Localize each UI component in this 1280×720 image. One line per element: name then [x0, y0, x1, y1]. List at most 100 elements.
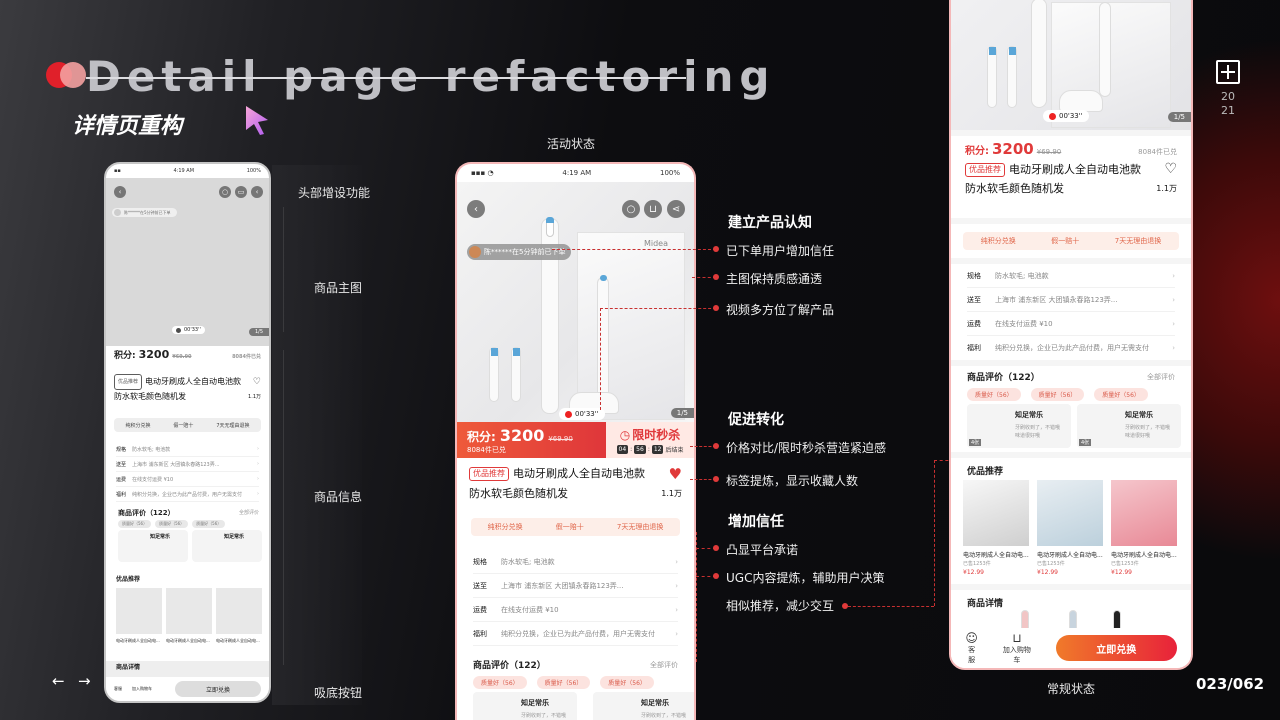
- arrow-right-icon[interactable]: →: [78, 672, 91, 690]
- row-key: 福利: [967, 344, 981, 352]
- review-chip[interactable]: 质量好（56）: [118, 520, 152, 528]
- share-icon[interactable]: ⋖: [667, 200, 685, 218]
- review-all-link[interactable]: 全部评价: [650, 661, 678, 669]
- shipping-row[interactable]: 运费在线支付运费 ¥10›: [967, 312, 1175, 336]
- benefit-row[interactable]: 福利纯积分兑换，企业已为此产品付费，用户无需支付›: [967, 336, 1175, 360]
- rec-thumb[interactable]: [166, 588, 212, 634]
- review-card[interactable]: 知足常乐: [192, 530, 262, 562]
- review-all-link[interactable]: 全部评价: [1147, 373, 1175, 381]
- benefit-row[interactable]: 福利纯积分兑换，企业已为此产品付费，用户无需支付›: [473, 622, 678, 646]
- shipping-row[interactable]: 运费在线支付运费 ¥10›: [116, 472, 259, 487]
- product-title-1: 电动牙刷成人全自动电池款: [1009, 163, 1141, 176]
- spec-row[interactable]: 规格防水软毛; 电池款›: [116, 442, 259, 457]
- row-key: 运费: [116, 476, 127, 483]
- address-row[interactable]: 送至上海市 浦东新区 大团镇永春路123弄...›: [967, 288, 1175, 312]
- chevron-right-icon: ›: [675, 581, 678, 590]
- spec-row[interactable]: 规格防水软毛; 电池款›: [967, 264, 1175, 288]
- arrow-left-icon[interactable]: ←: [52, 672, 65, 690]
- search-icon[interactable]: ○: [622, 200, 640, 218]
- redeem-button[interactable]: 立即兑换: [1055, 635, 1177, 661]
- points-label: 积分:: [114, 351, 136, 361]
- rec-name: 电动牙刷成人全自动电...: [1111, 552, 1177, 559]
- back-button[interactable]: ‹: [467, 200, 485, 218]
- main-image[interactable]: ‹ ○ ⊔ ⋖ Midea 陈******在5分钟前已下单 00'33'' 1/…: [457, 182, 694, 422]
- review-title: 商品评价（122）: [967, 373, 1040, 383]
- review-chip[interactable]: 质量好（56）: [600, 676, 654, 689]
- row-value: 上海市 浦东新区 大团镇永春路123弄...: [132, 461, 220, 468]
- shipping-row[interactable]: 运费在线支付运费 ¥10›: [473, 598, 678, 622]
- service-2: 假一赔十: [1051, 237, 1080, 245]
- rec-thumb[interactable]: [216, 588, 262, 634]
- sold-count: 8084件已兑: [467, 445, 506, 454]
- countdown-hours: 04: [616, 445, 629, 454]
- row-key: 规格: [967, 271, 981, 280]
- redeem-button[interactable]: 立即兑换: [175, 681, 261, 697]
- video-badge[interactable]: 00'33'': [172, 326, 205, 334]
- main-image[interactable]: 00'33'' 1/5: [951, 0, 1191, 130]
- rec-sold: 已售1253件: [1111, 561, 1139, 567]
- review-text: 牙刷收到了，不错哦: [641, 713, 687, 719]
- chevron-right-icon: ›: [257, 476, 259, 482]
- review-card[interactable]: 知足常乐牙刷收到了，不错哦: [473, 692, 577, 720]
- chevron-right-icon: ›: [257, 446, 259, 452]
- service-button[interactable]: ☺客服: [965, 631, 978, 665]
- review-chip[interactable]: 质量好（56）: [967, 388, 1021, 401]
- add-cart-button[interactable]: 加入购物车: [132, 686, 152, 691]
- spec-row[interactable]: 规格防水软毛; 电池款›: [473, 550, 678, 574]
- address-row[interactable]: 送至上海市 浦东新区 大团镇永春路123弄...›: [473, 574, 678, 598]
- connector-line: [692, 277, 716, 278]
- chevron-right-icon: ›: [1172, 319, 1175, 328]
- cart-icon[interactable]: ⊔: [644, 200, 662, 218]
- heart-icon[interactable]: ♥: [668, 465, 682, 483]
- rec-name: 电动牙刷成人全自动电...: [166, 638, 210, 643]
- review-chip[interactable]: 质量好（56）: [1094, 388, 1148, 401]
- benefit-row[interactable]: 福利纯积分兑换，企业已为此产品付费，用户无需支付›: [116, 487, 259, 502]
- rec-thumb[interactable]: [1111, 480, 1177, 546]
- review-all-link[interactable]: 全部评价: [238, 510, 259, 516]
- status-time: 4:19 AM: [173, 168, 195, 174]
- video-duration: 00'33'': [1059, 112, 1083, 120]
- row-key: 运费: [473, 605, 487, 614]
- connector-line: [600, 308, 716, 309]
- video-badge[interactable]: 00'33'': [1043, 110, 1089, 122]
- image-pager: 1/5: [670, 408, 694, 418]
- callout-similar: 相似推荐，减少交互: [726, 599, 835, 613]
- service-button[interactable]: 客服: [114, 686, 122, 691]
- cart-icon: ⊔: [1012, 631, 1022, 645]
- status-time: 4:19 AM: [562, 169, 592, 177]
- review-card[interactable]: 知足常乐牙刷收到了，不错哦: [593, 692, 694, 720]
- video-badge[interactable]: 00'33'': [559, 408, 605, 420]
- review-chip[interactable]: 质量好（56）: [155, 520, 189, 528]
- fav-count: 1.1万: [1156, 184, 1177, 193]
- charger-image: [1059, 90, 1103, 112]
- service-3: 7天无理由退换: [616, 523, 664, 531]
- row-value: 上海市 浦东新区 大团镇永春路123弄...: [995, 295, 1118, 304]
- review-card[interactable]: 知足常乐: [118, 530, 188, 562]
- review-chip[interactable]: 质量好（56）: [536, 676, 591, 689]
- cart-icon[interactable]: ▭: [235, 186, 247, 198]
- back-button[interactable]: ‹: [114, 186, 126, 198]
- rec-thumb[interactable]: [963, 480, 1029, 546]
- review-chip[interactable]: 质量好（56）: [473, 676, 527, 689]
- review-chip[interactable]: 质量好（56）: [1030, 388, 1085, 401]
- heart-icon[interactable]: ♡: [252, 377, 261, 387]
- label-product-info: 商品信息: [314, 490, 363, 504]
- rec-price: ¥12.99: [1037, 569, 1058, 576]
- review-chip[interactable]: 质量好（56）: [192, 520, 226, 528]
- add-cart-button[interactable]: ⊔加入购物车: [1000, 631, 1033, 665]
- callout-video: 视频多方位了解产品: [726, 303, 835, 317]
- address-row[interactable]: 送至上海市 浦东新区 大团镇永春路123弄...›: [116, 457, 259, 472]
- search-icon[interactable]: ○: [219, 186, 231, 198]
- heart-icon[interactable]: ♡: [1164, 161, 1177, 177]
- review-user: 知足常乐: [150, 534, 171, 540]
- rec-thumb[interactable]: [116, 588, 162, 634]
- rec-thumb[interactable]: [1037, 480, 1103, 546]
- share-icon[interactable]: ‹: [251, 186, 263, 198]
- rec-title: 优品推荐: [967, 467, 1004, 477]
- rec-name: 电动牙刷成人全自动电...: [216, 638, 260, 643]
- toothbrush-image: [597, 275, 609, 407]
